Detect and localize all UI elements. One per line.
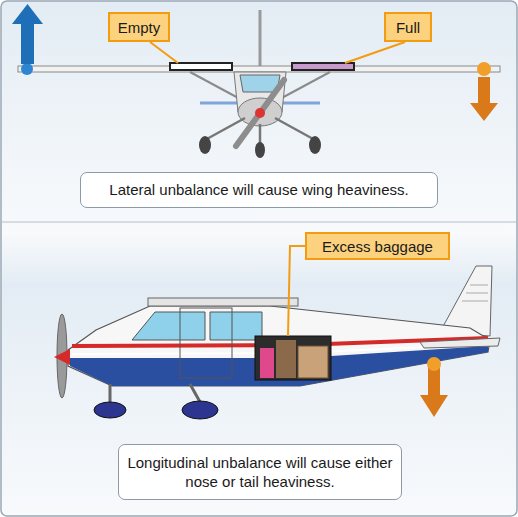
wingtip-ball — [477, 62, 491, 76]
down-arrow — [470, 77, 498, 121]
callout-label: Excess baggage — [322, 238, 433, 255]
wing — [148, 298, 298, 306]
baggage-compartment — [255, 336, 331, 380]
caption-text: Lateral unbalance will cause wing heavin… — [109, 180, 408, 200]
fuel-tank-empty — [170, 63, 232, 70]
callout-box: Excess baggage — [305, 232, 450, 260]
spinner — [255, 108, 265, 118]
fuel-tank-full — [292, 63, 354, 70]
wheel — [309, 136, 321, 154]
landing-gear — [190, 384, 200, 402]
cowling — [238, 98, 282, 126]
side-view-airplane — [54, 266, 500, 419]
fin-detail — [466, 293, 488, 294]
wing — [18, 66, 500, 72]
baggage-item — [276, 340, 296, 378]
wingtip-ball — [21, 63, 33, 75]
arrow-shaft — [21, 22, 34, 64]
baggage-item — [260, 348, 274, 378]
caption-box: Lateral unbalance will cause wing heavin… — [80, 172, 438, 208]
down-arrow — [420, 357, 448, 417]
front-view-airplane — [18, 10, 500, 158]
landing-gear — [259, 124, 262, 144]
door — [180, 308, 232, 378]
leader-line — [288, 246, 305, 336]
arrow-head — [420, 395, 448, 417]
callout-label: Full — [396, 19, 420, 36]
up-arrow — [12, 4, 43, 64]
callout-box: Full — [384, 12, 432, 42]
wheel — [255, 142, 265, 158]
arrow-head — [470, 103, 498, 121]
wheel — [199, 136, 211, 154]
callout-label: Empty — [118, 19, 161, 36]
horizontal-stabilizer — [420, 338, 500, 348]
landing-gear — [205, 118, 245, 140]
caption-box: Longitudinal unbalance will cause either… — [118, 444, 402, 500]
arrow-shaft — [478, 77, 490, 105]
fin-detail — [462, 301, 488, 302]
baggage-item — [298, 346, 328, 378]
landing-gear — [109, 384, 112, 402]
wheel-fairing — [182, 401, 218, 419]
window — [210, 312, 262, 340]
leader-line — [150, 42, 178, 63]
window — [132, 312, 205, 340]
caption-text: Longitudinal unbalance will cause either… — [127, 453, 393, 492]
callout-box: Empty — [108, 12, 170, 42]
propeller — [236, 80, 284, 146]
vertical-fin — [259, 10, 262, 72]
fin-detail — [470, 285, 488, 286]
landing-gear — [275, 118, 315, 140]
spinner — [54, 349, 70, 365]
leader-line — [345, 42, 405, 63]
arrow-head — [12, 4, 43, 24]
wheel-fairing — [94, 402, 126, 418]
panel-divider — [1, 222, 517, 223]
arrow-ball — [427, 357, 441, 371]
